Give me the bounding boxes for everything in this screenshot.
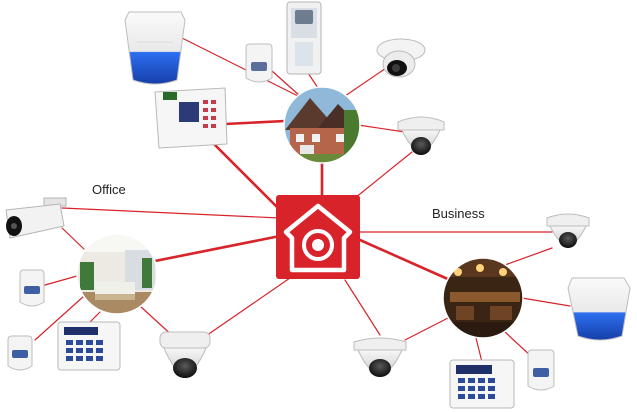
motion-sensor-icon: [7, 335, 33, 371]
outdoor-detector-icon: [286, 1, 322, 75]
restaurant-scene: [442, 257, 524, 339]
link-hub-bullet: [61, 207, 281, 219]
dome-camera-icon: [546, 213, 590, 248]
bullet-camera-icon: [5, 197, 67, 239]
link-biz-siren: [521, 297, 571, 307]
link-biz-dome-right: [504, 247, 553, 266]
link-hub-office: [148, 234, 282, 264]
office-label: Office: [92, 182, 126, 197]
dome-camera-icon: [397, 116, 445, 155]
link-hub-business: [358, 238, 452, 282]
link-biz-dome-center: [404, 317, 449, 341]
link-house-siren: [181, 37, 301, 98]
home-security-icon: [276, 195, 360, 279]
link-house-keypad: [223, 119, 287, 126]
link-office-pir1: [44, 275, 78, 286]
motion-sensor-icon: [527, 349, 555, 391]
siren-icon: [567, 277, 631, 341]
thin-links: [34, 37, 571, 363]
house-scene: [283, 86, 361, 164]
dome-camera-icon: [353, 337, 407, 377]
link-office-pir2: [34, 295, 85, 341]
link-office-keypad: [89, 311, 101, 323]
motion-sensor-icon: [19, 269, 45, 307]
office-scene: [76, 233, 158, 315]
thick-links: [148, 119, 452, 282]
link-hub-left-device: [208, 138, 287, 217]
link-hub-dome-bottom-left: [199, 277, 291, 341]
link-hub-dome-top: [354, 151, 413, 199]
keypad-icon: [449, 359, 515, 409]
keypad-icon: [57, 321, 121, 371]
motion-sensor-icon: [245, 43, 273, 83]
business-label: Business: [432, 206, 485, 221]
link-house-dome: [357, 124, 406, 133]
link-hub-dome-bottom-center: [344, 279, 381, 336]
dome-camera-icon: [159, 331, 211, 378]
keypad-icon: [154, 87, 228, 149]
siren-icon: [124, 11, 186, 85]
link-office-bullet: [61, 227, 86, 251]
turret-camera-icon: [376, 38, 426, 78]
link-biz-keypad: [475, 337, 483, 363]
